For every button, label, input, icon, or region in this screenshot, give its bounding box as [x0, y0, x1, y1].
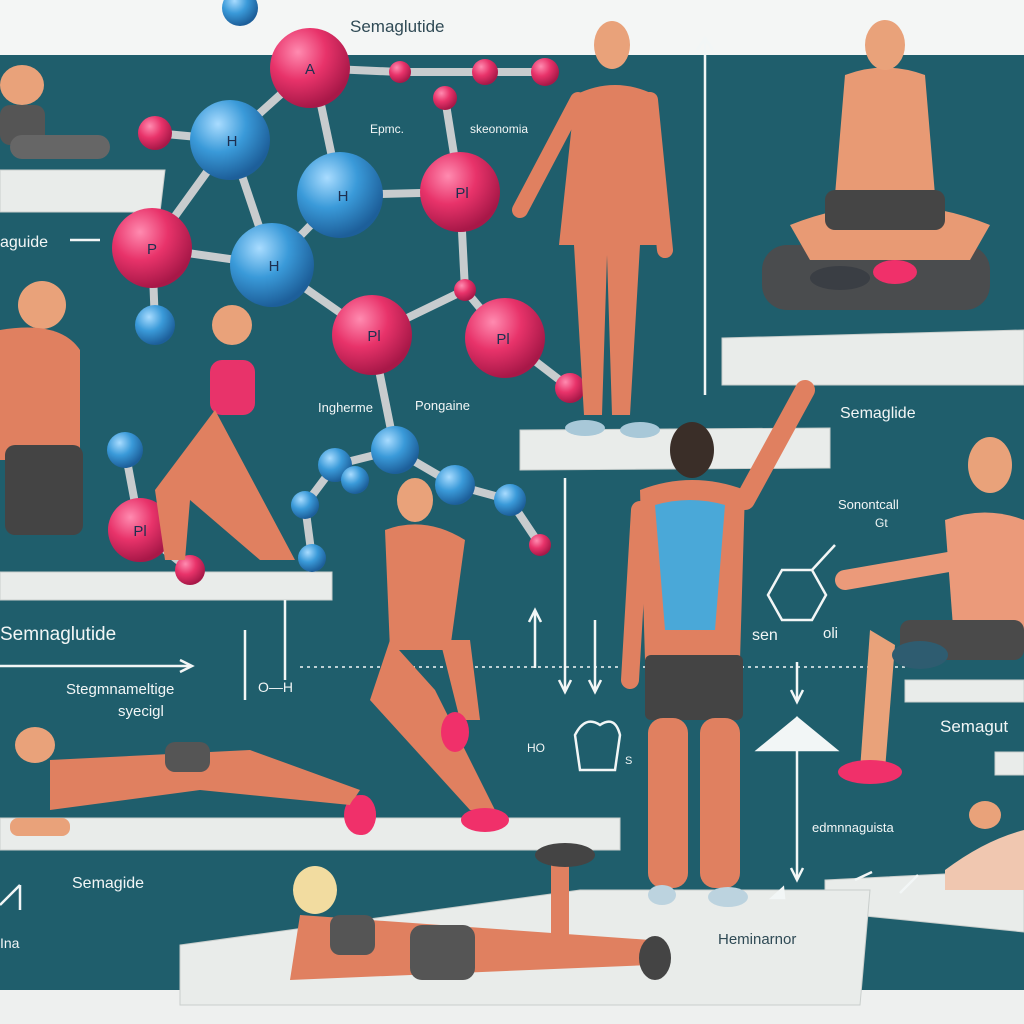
figure-stretching-woman-topleft — [0, 65, 110, 159]
top-band — [0, 0, 1024, 55]
label-edmnnaguista: edmnnaguista — [812, 820, 894, 835]
figure-running-man — [344, 478, 509, 835]
figure-plank-woman — [10, 727, 376, 836]
figure-lying-woman-bottom — [290, 843, 671, 980]
svg-text:P: P — [147, 241, 157, 258]
figure-meditating-man — [762, 20, 990, 310]
figure-seated-man-right — [835, 437, 1024, 784]
label-sonontcall: Sonontcall — [838, 497, 899, 512]
atom-p: P — [112, 208, 192, 288]
figure-plank-woman-right — [945, 801, 1024, 890]
atom-pl: Pl — [420, 152, 500, 232]
label-sen: sen — [752, 627, 778, 644]
label-semagut: Semagut — [940, 717, 1008, 736]
atom-pl: Pl — [332, 295, 412, 375]
label-ingherme: Ingherme — [318, 400, 373, 415]
atom-h: H — [297, 152, 383, 238]
label-semaglide: Semaglide — [840, 405, 916, 422]
label-aguide: aguide — [0, 234, 48, 251]
svg-text:H: H — [338, 188, 349, 205]
label-heminarnor: Heminarnor — [718, 931, 796, 948]
label-epmc: Epmc. — [370, 122, 404, 136]
atom-pl: Pl — [465, 298, 545, 378]
label-stegmnameltige: Stegmnameltige — [66, 681, 174, 698]
figure-standing-muscle-man — [512, 21, 673, 438]
atom-a: A — [270, 28, 350, 108]
label-gt: Gt — [875, 516, 888, 530]
svg-text:H: H — [227, 133, 238, 150]
figure-trainer-and-woman — [0, 281, 295, 560]
atom-h: H — [230, 223, 314, 307]
atom-h: H — [190, 100, 270, 180]
label-oh: O—H — [258, 679, 293, 695]
svg-text:Pl: Pl — [455, 185, 468, 202]
diagram-arrows — [0, 35, 919, 910]
figure-back-muscle-man — [621, 380, 815, 907]
svg-text:Pl: Pl — [496, 331, 509, 348]
svg-text:Pl: Pl — [367, 328, 380, 345]
molecule-atoms: A H H H Pl P Pl Pl Pl — [107, 0, 585, 585]
svg-text:A: A — [305, 61, 315, 78]
svg-text:Pl: Pl — [133, 523, 146, 540]
label-s: S — [625, 755, 632, 767]
atom-pl: Pl — [108, 498, 172, 562]
label-semnaglutide: Semnaglutide — [0, 624, 116, 645]
label-oli: oli — [823, 625, 838, 642]
label-ho: HO — [527, 741, 545, 755]
label-ina: Ina — [0, 935, 20, 951]
label-semagide: Semagide — [72, 875, 144, 892]
label-pongaine: Pongaine — [415, 398, 470, 413]
label-syecigl: syecigl — [118, 703, 164, 720]
svg-text:H: H — [269, 258, 280, 275]
title-label: Semaglutide — [350, 17, 445, 36]
label-skeonomia: skeonomia — [470, 122, 528, 136]
